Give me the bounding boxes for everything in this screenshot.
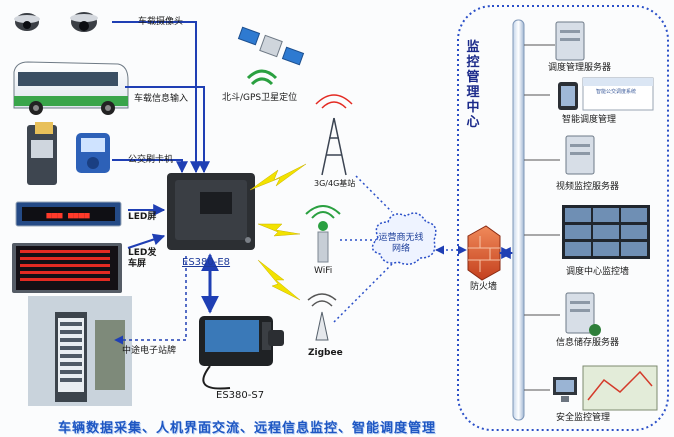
video-wall-label: 调度中心监控墙 xyxy=(566,267,630,277)
svg-text:■■■ ■■■■: ■■■ ■■■■ xyxy=(46,211,90,221)
wireless-bolts xyxy=(249,163,307,301)
wireless-network-cloud xyxy=(371,212,437,265)
firewall-icon xyxy=(467,225,501,281)
footer-caption: 车辆数据采集、人机界面交流、远程信息监控、智能调度管理 xyxy=(58,421,437,436)
gps-signal-icon xyxy=(246,69,278,86)
e-station-label: 中途电子站牌 xyxy=(122,346,177,356)
pc-monitor-icon xyxy=(553,377,577,402)
input-arrows xyxy=(112,21,210,216)
map-screen-icon xyxy=(582,365,658,411)
video-server-icon xyxy=(565,135,595,175)
wifi-ap-icon xyxy=(305,205,341,263)
center-boundary xyxy=(457,5,669,431)
led-screen-icon: ■■■ ■■■■ xyxy=(15,201,122,227)
zigbee-label: Zigbee xyxy=(308,348,343,358)
app-screen-icon xyxy=(582,77,654,111)
backbone-connectors xyxy=(524,44,560,391)
network-backbone xyxy=(512,19,525,421)
led-stop-screen-label: LED发 车屏 xyxy=(128,248,157,269)
cloud-label: 运营商无线 网络 xyxy=(378,233,424,254)
center-title: 监控管理中心 xyxy=(466,40,480,130)
storage-server-icon xyxy=(565,292,601,336)
dome-camera-icon xyxy=(14,13,40,31)
app-screen-title: 智能公交调度系统 xyxy=(596,89,637,95)
zigbee-icon xyxy=(307,293,337,341)
electronic-stop-sign-icon xyxy=(28,296,132,406)
base-station-label: 3G/4G基站 xyxy=(314,179,356,188)
wifi-label: WiFi xyxy=(314,266,333,276)
gps-label: 北斗/GPS卫星定位 xyxy=(222,93,298,103)
led-stop-display-icon xyxy=(12,243,122,293)
es380-s7-terminal-icon xyxy=(199,316,284,390)
smart-dispatch-label: 智能调度管理 xyxy=(562,115,617,125)
card-reader-label: 公交刷卡机 xyxy=(128,155,174,165)
security-monitor-label: 安全监控管理 xyxy=(556,413,611,423)
bus-info-label: 车载信息输入 xyxy=(134,94,189,104)
bus-icon xyxy=(13,61,129,115)
card-machine-icon xyxy=(27,122,57,185)
dome-camera-icon xyxy=(70,12,98,32)
led-screen-label: LED屏 xyxy=(128,212,157,222)
camera-label: 车载摄像头 xyxy=(138,17,184,27)
terminal-label: ES380-S7 xyxy=(216,390,265,401)
card-reader-icon xyxy=(76,133,110,173)
main-device-label: ES380-E8 xyxy=(182,257,231,268)
server-icon xyxy=(555,21,585,61)
es380-e8-device-icon xyxy=(167,173,255,250)
dispatch-server-label: 调度管理服务器 xyxy=(548,63,612,73)
storage-server-label: 信息储存服务器 xyxy=(556,338,620,348)
video-wall-icon xyxy=(562,205,650,259)
estation-link xyxy=(114,256,187,345)
firewall-label: 防火墙 xyxy=(470,282,498,292)
wireless-links xyxy=(333,175,393,323)
tablet-icon xyxy=(558,82,578,110)
led-stop-arrow xyxy=(127,233,166,249)
cell-tower-icon xyxy=(315,94,353,176)
video-server-label: 视频监控服务器 xyxy=(556,182,620,192)
satellite-icon xyxy=(237,26,305,66)
